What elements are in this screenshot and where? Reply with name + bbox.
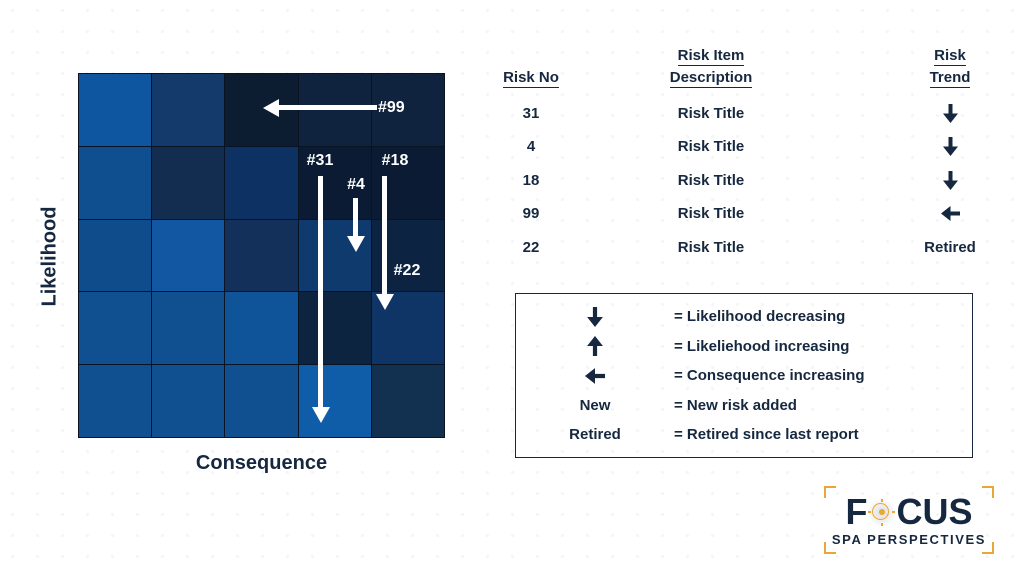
table-column-risk-no: Risk No 31 4 18 99 22 bbox=[480, 0, 582, 270]
trend-left-arrow-icon bbox=[940, 206, 960, 222]
table-cell-risk-no: 18 bbox=[522, 171, 540, 189]
table-cell-risk-no: 22 bbox=[522, 238, 540, 256]
matrix-cell-r2-c1 bbox=[79, 146, 152, 219]
legend-item: Retired = Retired since last report bbox=[516, 420, 972, 450]
matrix-cell-r5-c1 bbox=[79, 365, 152, 437]
legend-box: = Likelihood decreasing = Likeliehood in… bbox=[515, 293, 973, 458]
logo-corner-bracket-icon bbox=[824, 486, 836, 498]
table-cell-trend bbox=[870, 96, 1024, 130]
table-cell-risk-title: Risk Title bbox=[677, 238, 745, 256]
legend-item: = Likeliehood increasing bbox=[516, 332, 972, 362]
table-column-description: Risk Item Description Risk Title Risk Ti… bbox=[582, 0, 840, 270]
logo-corner-bracket-icon bbox=[982, 542, 994, 554]
matrix-cell-r3-c2 bbox=[152, 219, 225, 292]
legend-item: New = New risk added bbox=[516, 391, 972, 421]
table-cell-trend bbox=[870, 163, 1024, 197]
legend-item: = Likelihood decreasing bbox=[516, 302, 972, 332]
matrix-cell-r2-c2 bbox=[152, 146, 225, 219]
matrix-cell-r5-c4 bbox=[298, 365, 371, 437]
matrix-cell-r3-c3 bbox=[225, 219, 298, 292]
table-cell-risk-no: 4 bbox=[526, 138, 536, 156]
table-cell-risk-no: 31 bbox=[522, 104, 540, 122]
legend-new-label: New bbox=[579, 396, 611, 414]
logo-corner-bracket-icon bbox=[982, 486, 994, 498]
logo-text-prefix: F bbox=[845, 491, 868, 532]
logo-corner-bracket-icon bbox=[824, 542, 836, 554]
matrix-cell-r2-c4 bbox=[298, 146, 371, 219]
matrix-cell-r4-c4 bbox=[298, 292, 371, 365]
arrow-4-stem bbox=[353, 198, 358, 237]
legend-down-arrow-icon bbox=[516, 306, 674, 327]
matrix-cell-r5-c5 bbox=[371, 365, 444, 437]
table-cell-risk-no: 99 bbox=[522, 205, 540, 223]
matrix-label-4: #4 bbox=[347, 176, 365, 193]
legend-item-text: = Likeliehood increasing bbox=[674, 337, 850, 355]
table-cell-trend: Retired bbox=[924, 238, 976, 256]
legend-item: = Consequence increasing bbox=[516, 361, 972, 391]
trend-down-arrow-icon bbox=[942, 170, 958, 190]
focus-logo: F CUS SPA PERSPECTIVES bbox=[824, 486, 994, 554]
trend-down-arrow-icon bbox=[942, 137, 958, 157]
matrix-cell-r1-c5 bbox=[371, 74, 444, 146]
matrix-cell-r2-c3 bbox=[225, 146, 298, 219]
matrix-label-31: #31 bbox=[306, 152, 334, 169]
matrix-cell-r4-c2 bbox=[152, 292, 225, 365]
matrix-cell-r5-c2 bbox=[152, 365, 225, 437]
arrow-31-down-head-icon bbox=[311, 407, 330, 423]
logo-tagline: SPA PERSPECTIVES bbox=[831, 532, 987, 547]
matrix-label-18: #18 bbox=[381, 152, 409, 169]
table-cell-risk-title: Risk Title bbox=[677, 104, 745, 122]
matrix-cell-r3-c1 bbox=[79, 219, 152, 292]
arrow-31-stem bbox=[318, 176, 323, 408]
table-header-risk-item: Risk Item bbox=[677, 47, 745, 66]
trend-down-arrow-icon bbox=[942, 103, 958, 123]
logo-wordmark: F CUS bbox=[824, 494, 994, 530]
table-header-trend: Trend bbox=[929, 69, 971, 88]
legend-item-text: = Likelihood decreasing bbox=[674, 308, 846, 326]
table-cell-trend bbox=[870, 130, 1024, 164]
arrow-99-left-head-icon bbox=[263, 98, 279, 117]
matrix-cell-r4-c1 bbox=[79, 292, 152, 365]
x-axis-label: Consequence bbox=[195, 452, 328, 474]
legend-up-arrow-icon bbox=[516, 336, 674, 357]
table-header-risk: Risk bbox=[934, 47, 966, 66]
matrix-cell-r3-c4 bbox=[298, 219, 371, 292]
matrix-cell-r1-c1 bbox=[79, 74, 152, 146]
legend-item-text: = Consequence increasing bbox=[674, 367, 865, 385]
legend-retired-label: Retired bbox=[569, 426, 621, 444]
table-header-description: Description bbox=[669, 69, 753, 88]
table-cell-risk-title: Risk Title bbox=[677, 171, 745, 189]
table-cell-trend bbox=[870, 197, 1024, 231]
arrow-18-stem bbox=[382, 176, 387, 295]
table-column-trend: Risk Trend Retired bbox=[870, 0, 1024, 270]
arrow-99-stem bbox=[277, 105, 377, 110]
legend-item-text: = New risk added bbox=[674, 396, 797, 414]
logo-text-suffix: CUS bbox=[896, 491, 973, 532]
y-axis-label: Likelihood bbox=[38, 206, 61, 307]
legend-item-text: = Retired since last report bbox=[674, 426, 859, 444]
matrix-cell-r1-c2 bbox=[152, 74, 225, 146]
matrix-label-22: #22 bbox=[393, 262, 421, 279]
risk-matrix-grid bbox=[78, 73, 445, 438]
table-cell-risk-title: Risk Title bbox=[677, 138, 745, 156]
table-cell-risk-title: Risk Title bbox=[677, 205, 745, 223]
matrix-cell-r4-c3 bbox=[225, 292, 298, 365]
legend-left-arrow-icon bbox=[516, 367, 674, 384]
arrow-18-down-head-icon bbox=[375, 294, 394, 310]
table-header-risk-no: Risk No bbox=[503, 69, 559, 88]
matrix-cell-r5-c3 bbox=[225, 365, 298, 437]
arrow-4-down-head-icon bbox=[346, 236, 365, 252]
focus-reticle-icon bbox=[868, 498, 896, 526]
matrix-label-99: #99 bbox=[378, 99, 405, 116]
